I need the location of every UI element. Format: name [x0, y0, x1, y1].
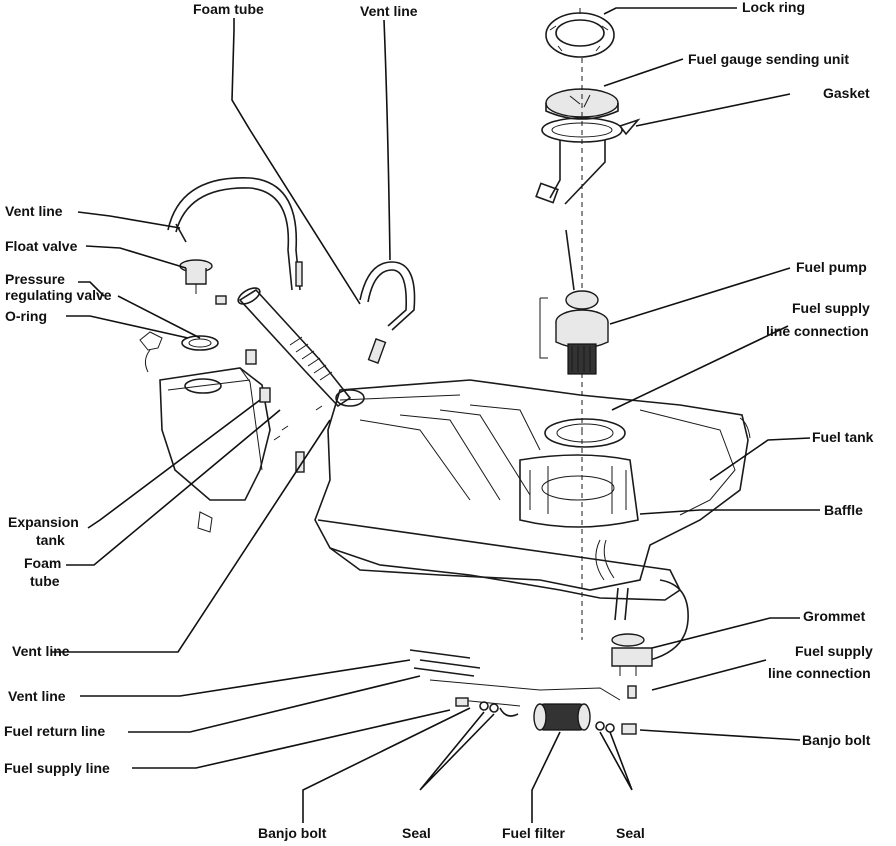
label-vent-line-bottom: Vent line — [8, 688, 66, 704]
label-seal-right: Seal — [616, 825, 645, 841]
label-vent-line-top: Vent line — [360, 3, 418, 19]
label-foam-tube-left-2: tube — [30, 573, 60, 589]
supply-hoses — [595, 539, 689, 661]
label-vent-line-mid-left: Vent line — [12, 643, 70, 659]
label-o-ring: O-ring — [5, 308, 47, 324]
lock-ring — [545, 8, 615, 58]
label-pressure-regulating-valve-1: Pressure — [5, 271, 65, 287]
label-baffle: Baffle — [824, 502, 863, 518]
label-grommet: Grommet — [803, 608, 866, 624]
o-ring-part — [181, 335, 219, 351]
small-connectors — [215, 261, 323, 473]
fuel-pump — [539, 229, 609, 375]
lower-lines — [409, 649, 621, 717]
gasket — [541, 117, 641, 143]
label-fuel-pump: Fuel pump — [796, 259, 867, 275]
label-expansion-tank-1: Expansion — [8, 514, 79, 530]
label-seal-left: Seal — [402, 825, 431, 841]
label-foam-tube-left-1: Foam — [24, 555, 61, 571]
label-fuel-filter: Fuel filter — [502, 825, 566, 841]
label-fuel-supply-line-connection-top-1: Fuel supply — [792, 300, 870, 316]
label-gasket: Gasket — [823, 85, 870, 101]
label-fuel-return-line: Fuel return line — [4, 723, 105, 739]
float-arm — [535, 140, 606, 205]
vent-line-loop-right — [359, 261, 416, 364]
label-expansion-tank-2: tank — [36, 532, 65, 548]
leader-lines — [52, 7, 820, 823]
label-lock-ring: Lock ring — [742, 0, 805, 15]
label-fuel-gauge-sending-unit: Fuel gauge sending unit — [688, 51, 849, 67]
expansion-tank — [139, 331, 271, 533]
label-fuel-tank: Fuel tank — [812, 429, 874, 445]
grommet-part — [611, 633, 653, 699]
foam-tube-part — [237, 287, 352, 408]
label-pressure-regulating-valve-2: regulating valve — [5, 287, 112, 303]
label-fuel-supply-line-connection-bottom-1: Fuel supply — [795, 643, 873, 659]
fuel-tank — [314, 379, 751, 601]
label-fuel-supply-line-connection-bottom-2: line connection — [768, 665, 871, 681]
label-banjo-bolt-right: Banjo bolt — [802, 732, 871, 748]
vent-hose-loop — [167, 177, 301, 291]
float-valve — [175, 223, 213, 294]
label-fuel-supply-line-connection-top-2: line connection — [766, 323, 869, 339]
label-foam-tube-top: Foam tube — [193, 1, 264, 17]
fuel-filter-part — [533, 703, 591, 731]
label-float-valve: Float valve — [5, 238, 78, 254]
label-vent-line-left: Vent line — [5, 203, 63, 219]
label-fuel-supply-line: Fuel supply line — [4, 760, 110, 776]
label-banjo-bolt-bottom: Banjo bolt — [258, 825, 327, 841]
